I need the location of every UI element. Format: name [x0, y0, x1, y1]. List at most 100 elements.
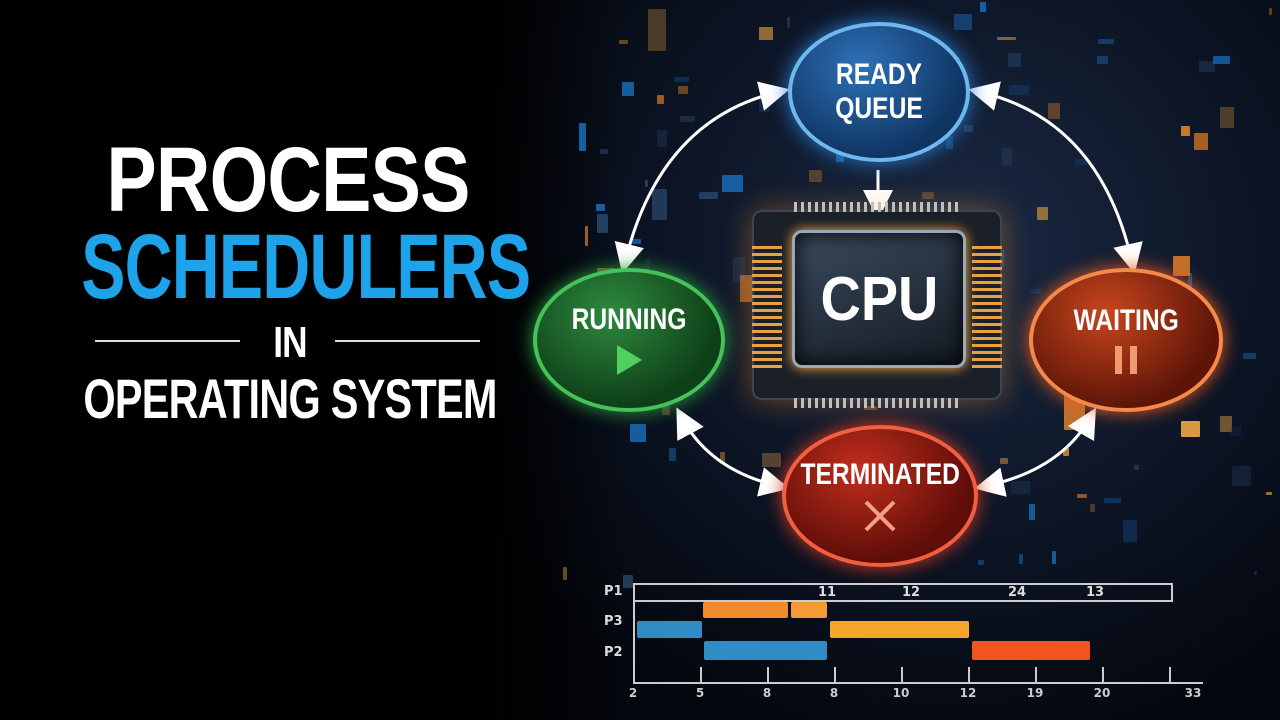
circuit-decoration: [1019, 554, 1024, 565]
axis-tick-mark: [901, 667, 903, 682]
circuit-decoration: [977, 559, 985, 565]
circuit-decoration: [1212, 56, 1230, 65]
circuit-decoration: [648, 8, 667, 51]
p1-value: 12: [902, 585, 921, 600]
node-ready-queue: READY QUEUE: [788, 22, 970, 162]
node-running: RUNNING: [533, 268, 725, 412]
x-icon: [864, 500, 896, 532]
gantt-bar-p2: [704, 641, 828, 660]
axis-tick-label: 2: [628, 686, 638, 700]
circuit-decoration: [618, 39, 629, 45]
p1-value: 11: [818, 585, 837, 600]
circuit-decoration: [864, 406, 878, 410]
row-label-p1: P1: [604, 584, 623, 599]
circuit-decoration: [1219, 107, 1235, 128]
circuit-decoration: [758, 26, 773, 40]
axis-tick-label: 8: [829, 686, 839, 700]
circuit-decoration: [1194, 132, 1208, 150]
divider-right: [335, 340, 480, 342]
circuit-decoration: [562, 567, 568, 580]
gantt-bar-p2: [972, 641, 1090, 660]
title-schedulers: SCHEDULERS: [81, 216, 531, 318]
circuit-decoration: [1030, 289, 1041, 295]
circuit-decoration: [740, 274, 754, 303]
title-in: IN: [273, 318, 307, 367]
axis-tick-label: 33: [1184, 686, 1202, 700]
circuit-decoration: [1229, 425, 1242, 436]
axis-tick-mark: [767, 667, 769, 682]
axis-tick-mark: [1102, 667, 1104, 682]
circuit-decoration: [669, 448, 677, 462]
gantt-bar-p3: [829, 621, 969, 638]
circuit-decoration: [1097, 38, 1114, 44]
axis-tick-mark: [834, 667, 836, 682]
circuit-decoration: [623, 574, 633, 589]
circuit-decoration: [1007, 53, 1021, 67]
divider-left: [95, 340, 240, 342]
arrow-ready-waiting: [968, 81, 1143, 274]
pause-icon: [1115, 346, 1137, 374]
circuit-decoration: [1187, 273, 1193, 293]
axis-tick-label: 10: [892, 686, 910, 700]
axis-tick-mark: [633, 667, 635, 682]
circuit-decoration: [578, 123, 587, 152]
circuit-decoration: [997, 36, 1017, 40]
circuit-decoration: [953, 13, 973, 31]
arrow-ready-running: [614, 81, 790, 274]
axis-tick-label: 8: [762, 686, 772, 700]
axis-tick-label: 12: [959, 686, 977, 700]
circuit-decoration: [1231, 465, 1251, 486]
circuit-decoration: [1220, 415, 1232, 433]
circuit-decoration: [1096, 55, 1109, 64]
circuit-decoration: [1123, 519, 1137, 542]
p1-value: 13: [1086, 585, 1105, 600]
node-terminated: TERMINATED: [782, 425, 978, 567]
time-axis: [633, 682, 1203, 684]
circuit-decoration: [979, 1, 986, 13]
axis-tick-mark: [968, 667, 970, 682]
axis-tick-mark: [1169, 667, 1171, 682]
circuit-decoration: [596, 204, 606, 212]
circuit-decoration: [1268, 8, 1273, 15]
circuit-decoration: [1089, 503, 1095, 513]
axis-tick-mark: [700, 667, 702, 682]
axis-tick-mark: [1035, 667, 1037, 682]
axis-tick-label: 19: [1026, 686, 1044, 700]
node-waiting: WAITING: [1029, 268, 1223, 412]
circuit-decoration: [596, 214, 608, 233]
cpu-label: CPU: [820, 264, 938, 334]
gantt-bar-p3: [791, 602, 828, 618]
circuit-decoration: [1133, 465, 1140, 471]
circuit-decoration: [1242, 353, 1257, 359]
row-label-p3: P3: [604, 614, 623, 629]
circuit-decoration: [787, 16, 791, 28]
circuit-decoration: [809, 169, 823, 183]
circuit-decoration: [600, 148, 608, 155]
title-operating-system: OPERATING SYSTEM: [83, 367, 497, 430]
row-label-p2: P2: [604, 645, 623, 660]
circuit-decoration: [1199, 60, 1216, 72]
gantt-bar-p3: [637, 621, 702, 638]
circuit-decoration: [1028, 504, 1035, 521]
gantt-bar-p3: [702, 602, 788, 618]
axis-tick-label: 20: [1093, 686, 1111, 700]
circuit-decoration: [673, 77, 689, 83]
circuit-decoration: [629, 424, 647, 442]
cpu-chip: CPU: [752, 202, 1002, 408]
p1-value: 24: [1008, 585, 1027, 600]
arrow-running-terminated: [676, 407, 790, 497]
circuit-decoration: [945, 136, 954, 149]
circuit-decoration: [1253, 570, 1257, 576]
circuit-decoration: [584, 225, 589, 246]
circuit-decoration: [1052, 550, 1056, 564]
arrow-waiting-terminated: [974, 407, 1097, 497]
circuit-decoration: [922, 191, 934, 200]
circuit-decoration: [1180, 125, 1190, 136]
axis-tick-label: 5: [695, 686, 705, 700]
circuit-decoration: [1173, 255, 1190, 276]
circuit-decoration: [1180, 420, 1201, 437]
title-process: PROCESS: [106, 129, 470, 231]
p1-row-box: [633, 583, 1173, 602]
play-icon: [617, 345, 642, 375]
